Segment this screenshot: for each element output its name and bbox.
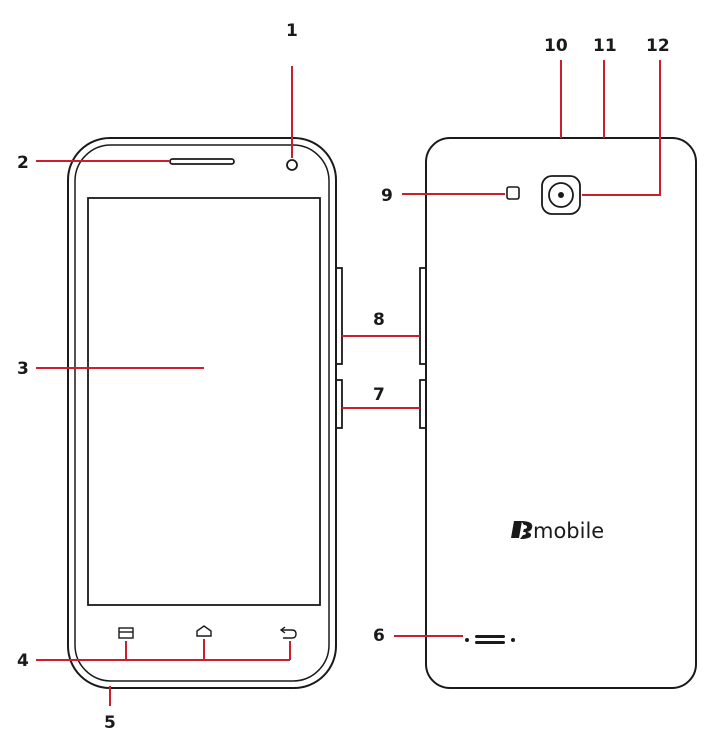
home-icon [197,626,211,636]
menu-icon [119,628,133,638]
callout-labels: 1 2 3 4 5 6 7 8 9 10 11 12 [17,21,670,733]
earpiece [170,159,234,164]
callout-8: 8 [373,310,385,330]
callout-1: 1 [286,21,298,41]
callout-10: 10 [544,36,568,56]
front-camera [287,160,297,170]
volume-key-front-side [336,268,342,364]
callout-12: 12 [646,36,670,56]
phone-front [68,138,336,688]
callout-11: 11 [593,36,617,56]
leader-12 [582,60,660,195]
front-inner-body [75,145,329,681]
rear-camera-center [558,192,564,198]
callout-6: 6 [373,626,385,646]
brand-mark-icon [511,521,532,539]
brand-name: mobile [533,519,604,543]
callout-3: 3 [17,359,29,379]
screen [88,198,320,605]
brand-logo: mobile [511,519,604,543]
callout-9: 9 [381,186,393,206]
speaker-grille [465,635,515,644]
leader-lines [36,60,660,706]
power-key-front-side [336,380,342,428]
callout-7: 7 [373,385,385,405]
flash-icon [507,187,519,199]
callout-5: 5 [104,713,116,733]
back-body [426,138,696,688]
callout-4: 4 [17,651,29,671]
callout-2: 2 [17,153,29,173]
back-icon [281,627,296,638]
phone-back [426,138,696,688]
